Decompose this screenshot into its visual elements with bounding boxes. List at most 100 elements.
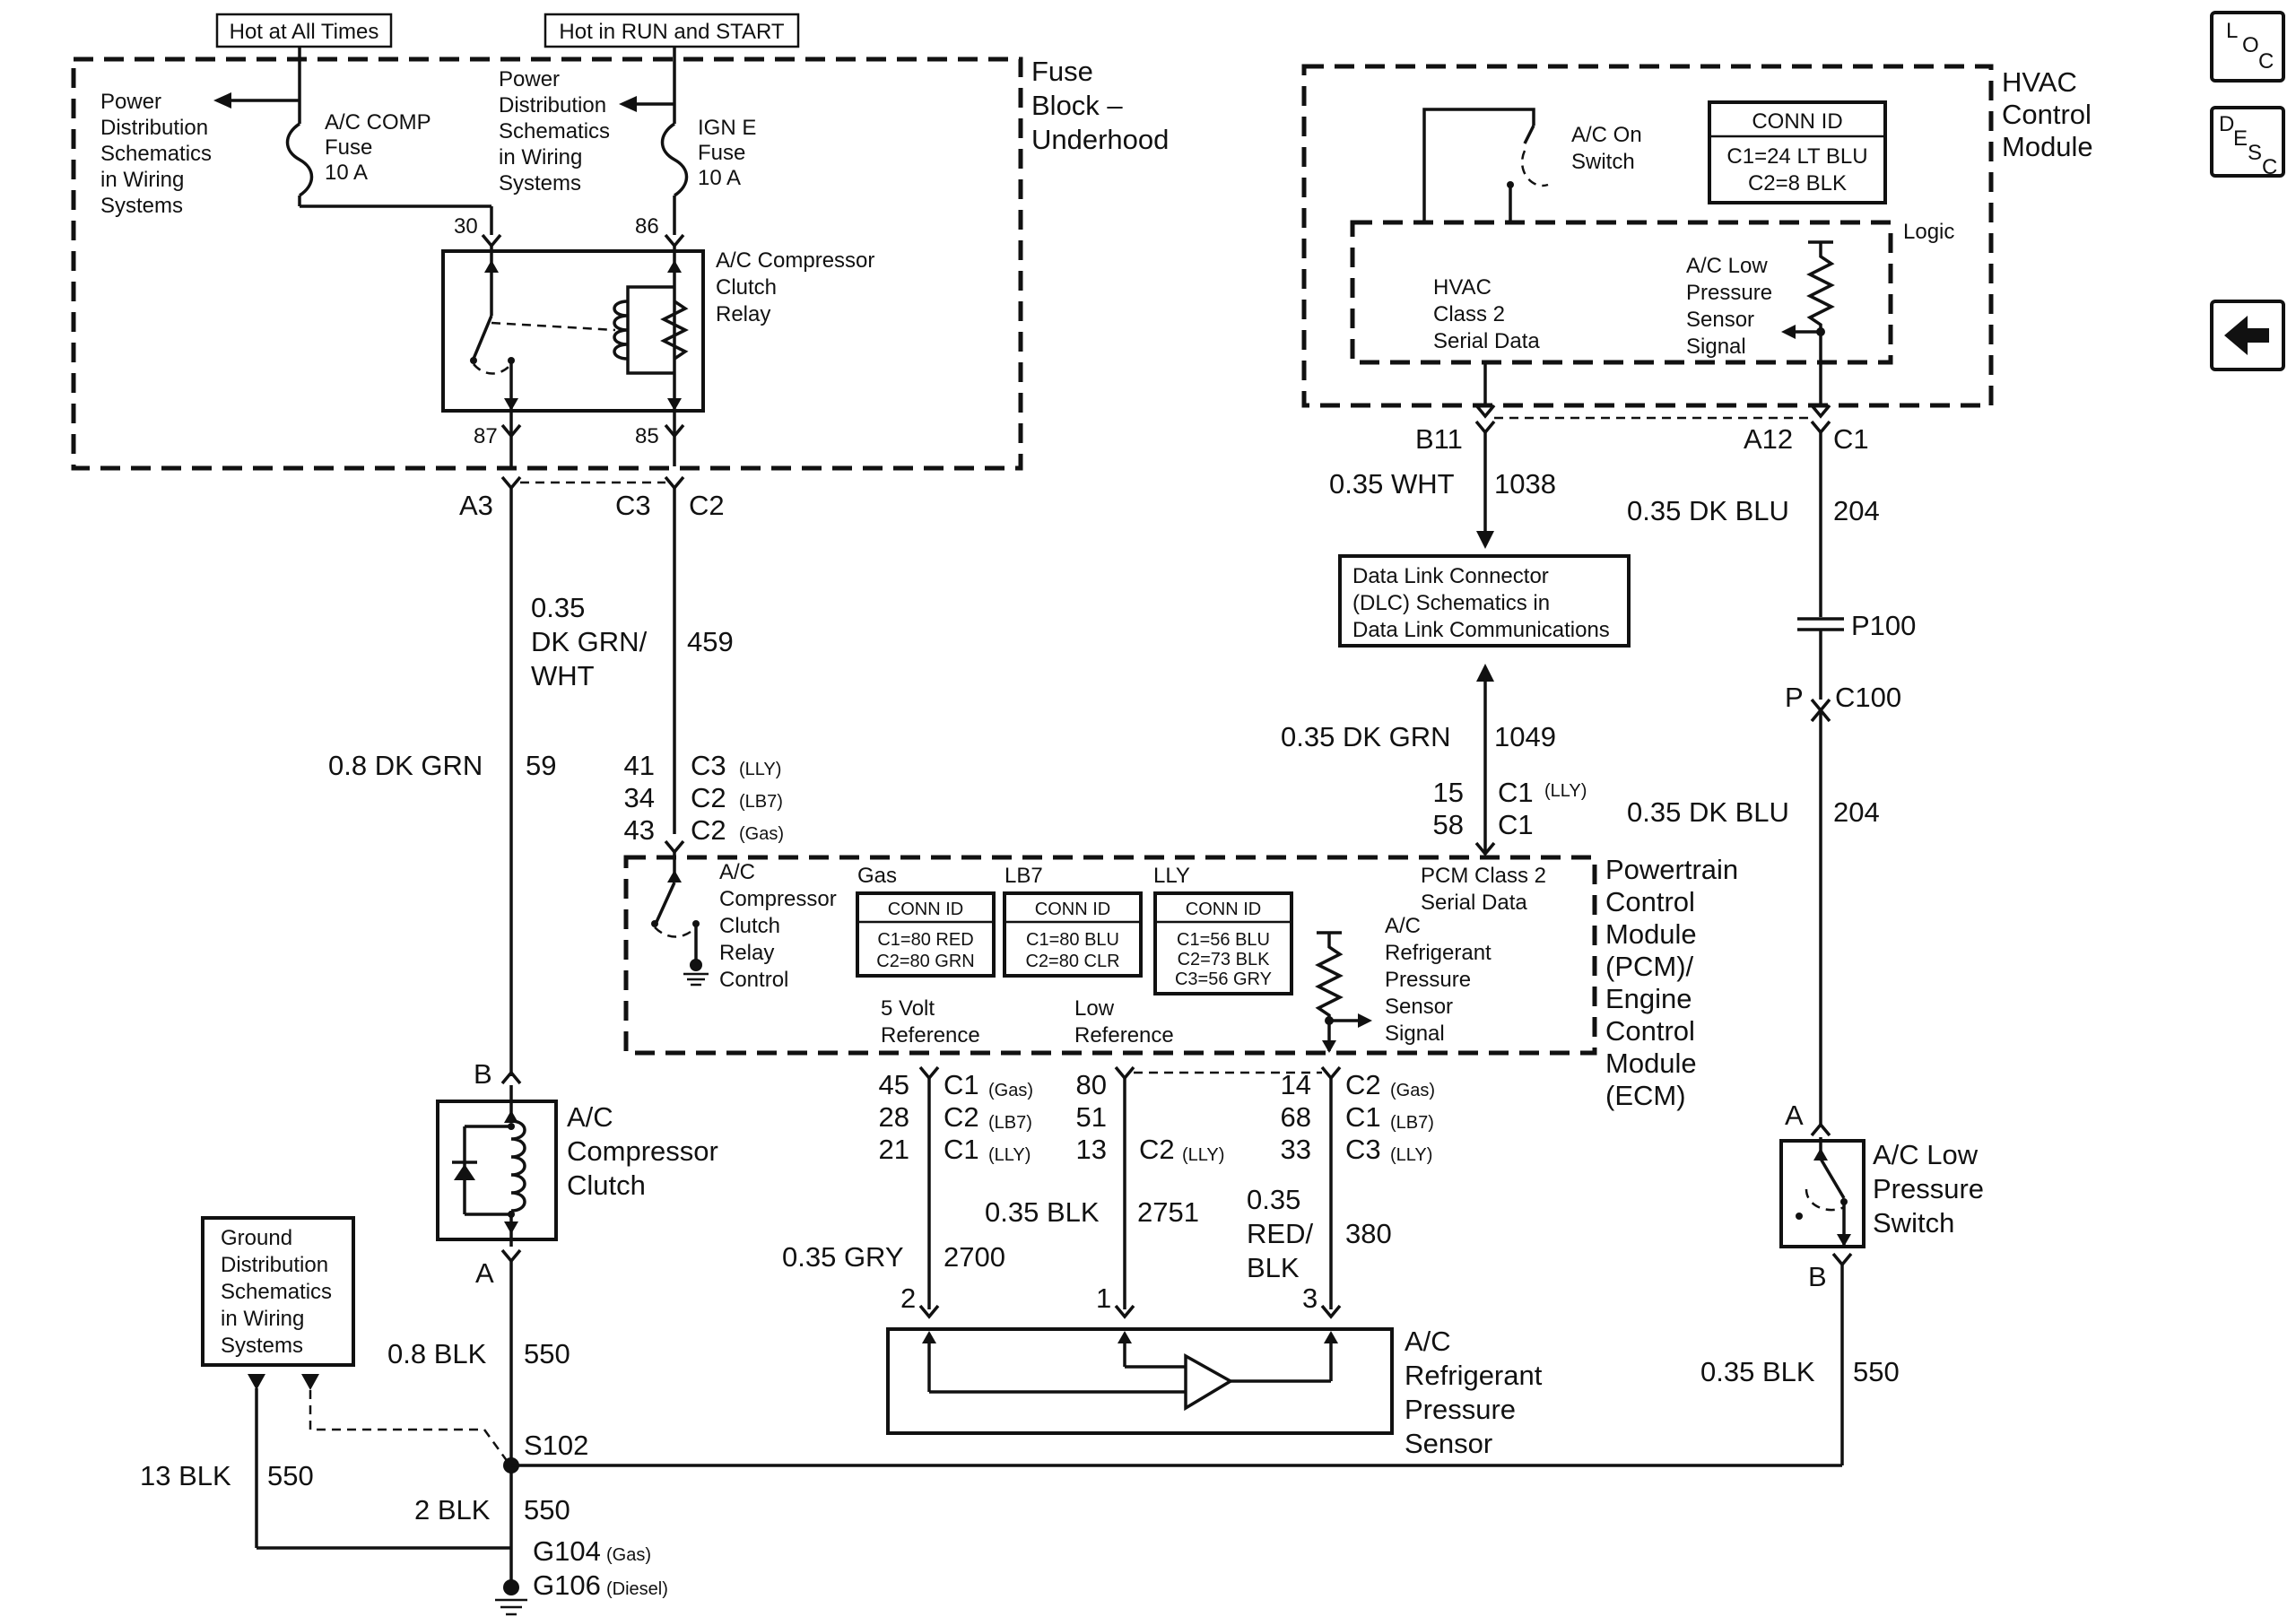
fuse-block-underhood: Fuse Block – Underhood bbox=[71, 56, 1169, 471]
sensor-pin-3: 3 bbox=[1302, 1282, 1318, 1314]
circuit-59-label: 59 bbox=[526, 750, 556, 781]
svg-text:A/C Low: A/C Low bbox=[1686, 254, 1768, 278]
svg-text:Compressor: Compressor bbox=[719, 887, 837, 911]
relay-resistor-icon bbox=[660, 300, 689, 361]
svg-text:45: 45 bbox=[879, 1069, 909, 1100]
back-button[interactable] bbox=[2210, 300, 2285, 371]
circuit-2751-label: 2751 bbox=[1137, 1196, 1199, 1228]
power-dist-left-label: Power Distribution Schematics in Wiring … bbox=[100, 90, 212, 218]
svg-text:34: 34 bbox=[624, 782, 655, 813]
svg-text:Low: Low bbox=[1074, 996, 1115, 1021]
hvac-serial-label: HVAC Class 2 Serial Data bbox=[1433, 275, 1540, 353]
svg-text:68: 68 bbox=[1281, 1101, 1311, 1133]
svg-text:Clutch: Clutch bbox=[716, 275, 777, 300]
svg-text:(ECM): (ECM) bbox=[1605, 1080, 1686, 1111]
svg-text:RED/: RED/ bbox=[1247, 1218, 1313, 1249]
dlc-box: Data Link Connector (DLC) Schematics in … bbox=[1338, 554, 1631, 648]
svg-text:Block –: Block – bbox=[1031, 90, 1123, 121]
svg-text:G104: G104 bbox=[533, 1535, 601, 1567]
svg-text:(LB7): (LB7) bbox=[739, 792, 783, 812]
svg-text:21: 21 bbox=[879, 1134, 909, 1165]
svg-text:Distribution: Distribution bbox=[221, 1253, 328, 1277]
pcm-signal-pins: 14 C2 (Gas) 68 C1 (LB7) 33 C3 (LLY) bbox=[1281, 1069, 1435, 1165]
circuit-1038-label: 1038 bbox=[1494, 468, 1556, 500]
svg-text:C2=80 CLR: C2=80 CLR bbox=[1025, 952, 1119, 971]
svg-text:L: L bbox=[2226, 19, 2238, 43]
ac-compressor-clutch-relay bbox=[441, 246, 705, 413]
wire-dkblu-mid-label: 0.35 DK BLU bbox=[1627, 796, 1789, 828]
clutch-diode-icon bbox=[454, 1164, 475, 1180]
svg-text:C2=80 GRN: C2=80 GRN bbox=[876, 952, 975, 971]
location-button[interactable]: L O C bbox=[2210, 11, 2285, 83]
svg-text:Serial Data: Serial Data bbox=[1421, 891, 1527, 915]
gas-label: Gas bbox=[857, 864, 897, 888]
svg-text:Control: Control bbox=[719, 968, 788, 992]
description-button[interactable]: D E S C bbox=[2210, 106, 2285, 179]
wire-dkgrn-1049-label: 0.35 DK GRN bbox=[1281, 721, 1451, 752]
svg-text:Signal: Signal bbox=[1686, 335, 1746, 359]
svg-text:Data Link Communications: Data Link Communications bbox=[1352, 618, 1610, 642]
svg-text:Schematics: Schematics bbox=[221, 1280, 332, 1304]
svg-text:Ground: Ground bbox=[221, 1226, 292, 1250]
ground-g106-label: G106 (Diesel) bbox=[533, 1569, 668, 1601]
left-arrow-icon bbox=[2224, 316, 2269, 355]
svg-text:13: 13 bbox=[1076, 1134, 1107, 1165]
svg-text:Power: Power bbox=[100, 90, 161, 114]
mid-power-arrow-icon bbox=[619, 96, 637, 112]
lly-label: LLY bbox=[1153, 864, 1190, 888]
ground-point-icon bbox=[503, 1579, 519, 1595]
pcm-relay-control-label: A/C Compressor Clutch Relay Control bbox=[719, 860, 837, 992]
svg-text:C2: C2 bbox=[691, 814, 726, 846]
svg-text:HVAC: HVAC bbox=[1433, 275, 1492, 300]
svg-text:C2: C2 bbox=[1345, 1069, 1381, 1100]
connector-c2: C2 bbox=[689, 490, 725, 521]
svg-text:in Wiring: in Wiring bbox=[100, 168, 184, 192]
connector-b11: B11 bbox=[1415, 423, 1463, 455]
svg-text:Fuse: Fuse bbox=[325, 135, 372, 160]
svg-text:43: 43 bbox=[624, 814, 655, 846]
svg-text:Data Link Connector: Data Link Connector bbox=[1352, 564, 1549, 588]
circuit-1049-label: 1049 bbox=[1494, 721, 1556, 752]
connector-c100: C100 bbox=[1835, 682, 1901, 713]
svg-text:Refrigerant: Refrigerant bbox=[1405, 1360, 1543, 1391]
svg-text:HVAC: HVAC bbox=[2002, 66, 2077, 98]
svg-text:Refrigerant: Refrigerant bbox=[1385, 941, 1492, 965]
wire-blk-08-label: 0.8 BLK bbox=[387, 1338, 487, 1369]
switch-connector-a: A bbox=[1785, 1100, 1804, 1131]
power-dist-mid-label: Power Distribution Schematics in Wiring … bbox=[499, 67, 610, 196]
svg-text:80: 80 bbox=[1076, 1069, 1107, 1100]
circuit-550-d-label: 550 bbox=[1853, 1356, 1900, 1387]
ac-compressor-clutch bbox=[436, 1085, 558, 1247]
svg-text:Engine: Engine bbox=[1605, 983, 1692, 1014]
svg-text:S: S bbox=[2248, 141, 2262, 165]
hot-in-run-start-label: Hot in RUN and START bbox=[544, 13, 800, 48]
conn-id-lb7-box: CONN ID C1=80 BLU C2=80 CLR bbox=[1003, 891, 1143, 978]
svg-text:(LLY): (LLY) bbox=[1390, 1145, 1432, 1165]
svg-text:C1: C1 bbox=[1498, 777, 1534, 808]
svg-text:(LB7): (LB7) bbox=[1390, 1113, 1434, 1133]
svg-text:CONN ID: CONN ID bbox=[1186, 900, 1261, 919]
pin-86: 86 bbox=[635, 214, 659, 239]
svg-text:Fuse: Fuse bbox=[1031, 56, 1093, 87]
svg-text:Logic: Logic bbox=[1903, 220, 1954, 244]
svg-text:CONN ID: CONN ID bbox=[1035, 900, 1110, 919]
svg-text:0.35: 0.35 bbox=[531, 592, 585, 623]
svg-text:C3: C3 bbox=[691, 750, 726, 781]
ac-on-switch-label: A/C On Switch bbox=[1571, 123, 1642, 174]
svg-text:A/C Low: A/C Low bbox=[1873, 1139, 1979, 1170]
svg-text:Control: Control bbox=[1605, 1015, 1695, 1047]
svg-text:Switch: Switch bbox=[1571, 150, 1635, 174]
svg-text:10 A: 10 A bbox=[325, 161, 368, 185]
svg-text:(Diesel): (Diesel) bbox=[606, 1579, 668, 1599]
svg-text:D: D bbox=[2219, 112, 2234, 136]
svg-text:C: C bbox=[2262, 155, 2277, 179]
svg-text:51: 51 bbox=[1076, 1101, 1107, 1133]
svg-text:(Gas): (Gas) bbox=[739, 824, 784, 844]
svg-text:0.35: 0.35 bbox=[1247, 1184, 1300, 1215]
svg-text:Reference: Reference bbox=[881, 1023, 980, 1048]
svg-text:Hot in RUN and START: Hot in RUN and START bbox=[559, 20, 785, 44]
svg-text:Systems: Systems bbox=[100, 194, 183, 218]
pin-30: 30 bbox=[454, 214, 478, 239]
svg-text:C3: C3 bbox=[1345, 1134, 1381, 1165]
ac-on-switch-icon bbox=[1523, 125, 1535, 144]
